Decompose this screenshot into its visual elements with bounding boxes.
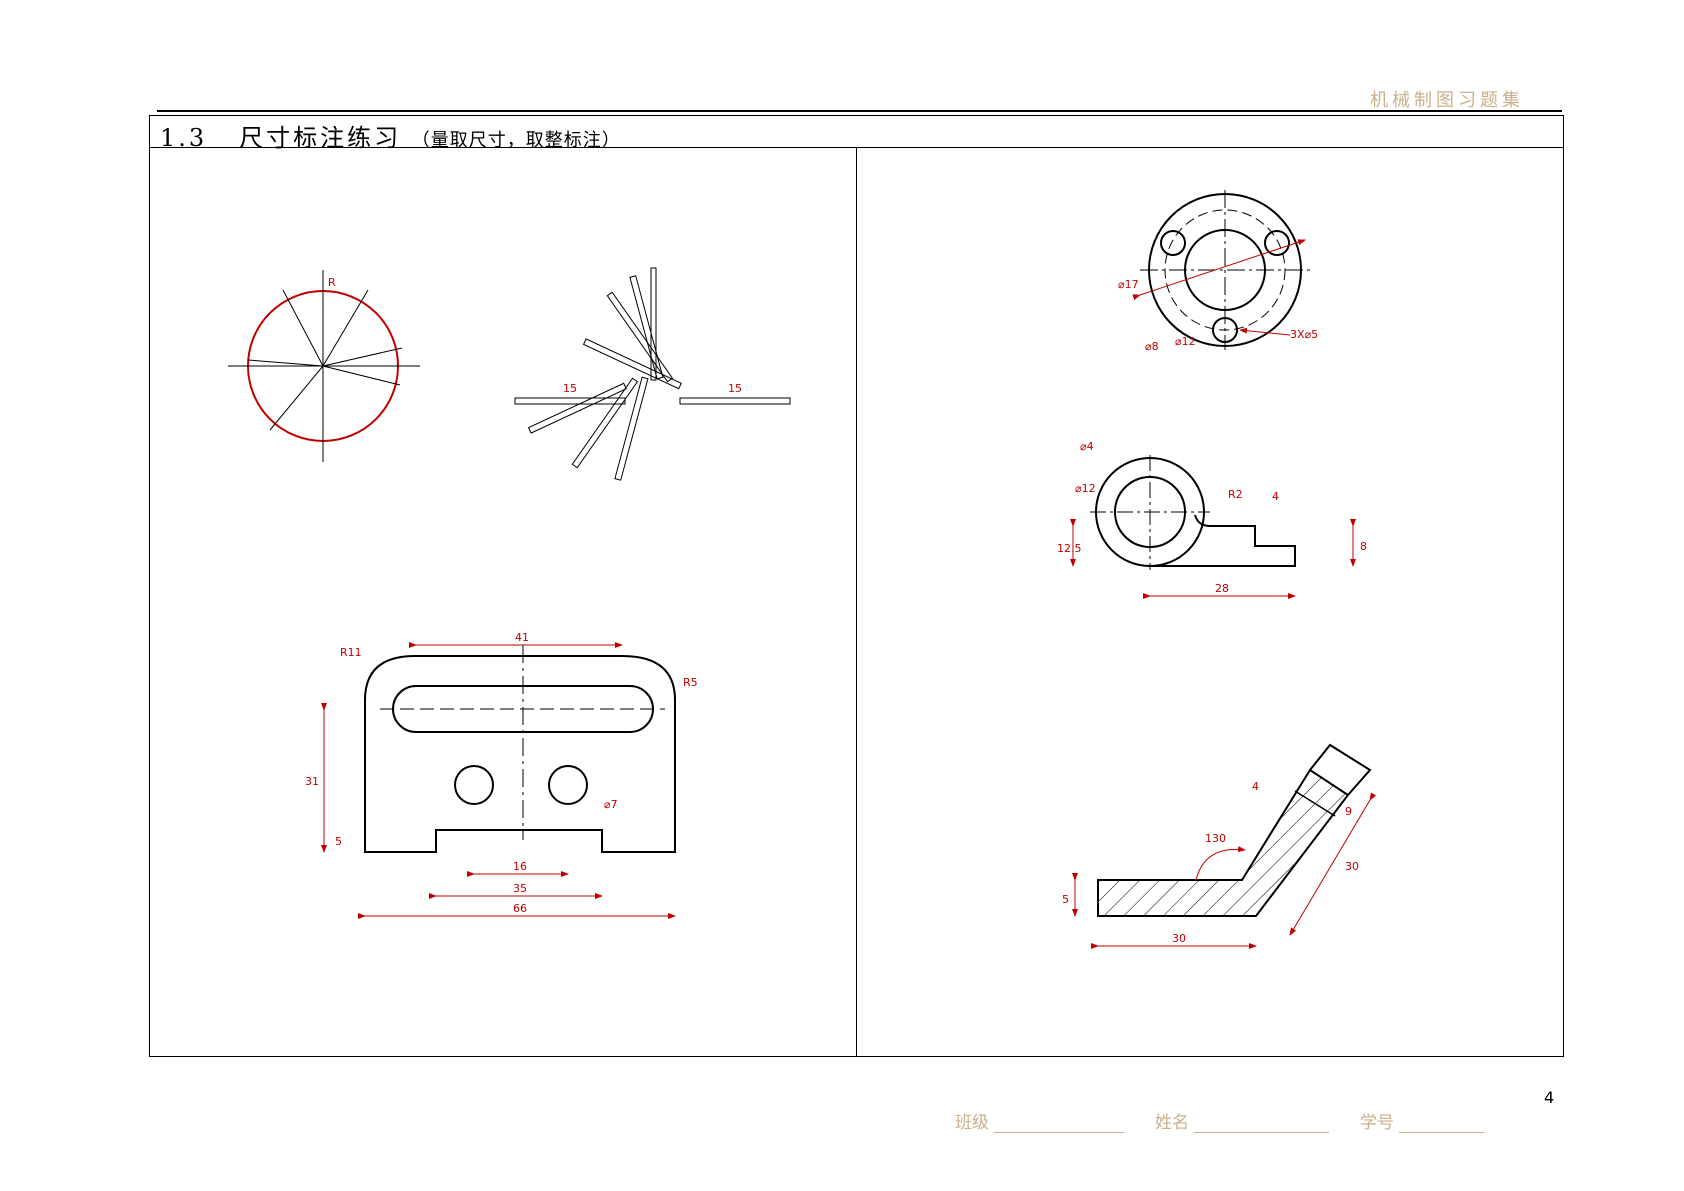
- name-blank[interactable]: [1194, 1114, 1330, 1133]
- bent-len-dim: 30: [1345, 860, 1359, 873]
- bent-plate-labels: 130 5 30 4 9 30: [1062, 780, 1359, 945]
- bent-base-dim: 30: [1172, 932, 1186, 945]
- panel-divider: [856, 148, 857, 1056]
- title-bar: 1.3 尺寸标注练习 （量取尺寸，取整标注）: [150, 116, 1563, 152]
- lug-r-dim: R2: [1228, 488, 1243, 501]
- bracket-r-left: R11: [340, 646, 362, 659]
- fan-labels: 15 15: [563, 382, 742, 395]
- bent-w-dim: 9: [1345, 805, 1352, 818]
- book-title: 机械制图习题集: [1370, 90, 1524, 111]
- fan-label-1: 15: [563, 382, 577, 395]
- name-label: 姓名: [1155, 1113, 1189, 1133]
- lug-h-dim: 12.5: [1057, 542, 1082, 555]
- lug-t-dim: 4: [1272, 490, 1279, 503]
- section-heading: 尺寸标注练习: [239, 124, 402, 152]
- header-rule: [157, 110, 1562, 112]
- bracket-height-dim: 31: [305, 775, 319, 788]
- drawing-frame: 1.3 尺寸标注练习 （量取尺寸，取整标注）: [149, 115, 1564, 1057]
- flange-exercise: [1132, 190, 1310, 350]
- fan-label-2: 15: [728, 382, 742, 395]
- bracket-step-dim: 5: [335, 835, 342, 848]
- flange-big-dim: ⌀17: [1118, 278, 1139, 291]
- class-blank[interactable]: [994, 1114, 1125, 1133]
- page-number: 4: [1544, 1088, 1555, 1107]
- fan-dimension-exercise: [514, 267, 791, 481]
- bent-t-dim: 5: [1062, 893, 1069, 906]
- footer-id: 学号: [1360, 1108, 1485, 1133]
- footer-class: 班级: [955, 1108, 1125, 1133]
- lug-labels: ⌀4 ⌀12 R2 12.5 28 4 8: [1057, 440, 1367, 595]
- section-number: 1.3: [160, 124, 208, 152]
- id-label: 学号: [1360, 1113, 1394, 1133]
- bent-end-dim: 4: [1252, 780, 1259, 793]
- flange-labels: ⌀17 3X⌀5 ⌀8 ⌀12: [1118, 278, 1318, 353]
- bracket-holes-dim: ⌀7: [604, 798, 618, 811]
- lug-s-dim: 8: [1360, 540, 1367, 553]
- lug-d1-dim: ⌀4: [1080, 440, 1094, 453]
- flange-holes-dim: 3X⌀5: [1290, 328, 1318, 341]
- id-blank[interactable]: [1399, 1114, 1485, 1133]
- flange-small-dim: ⌀8: [1145, 340, 1159, 353]
- section-title: 1.3 尺寸标注练习 （量取尺寸，取整标注）: [160, 118, 621, 153]
- bent-angle-dim: 130: [1205, 832, 1226, 845]
- circle-dimension-exercise: R: [228, 270, 420, 462]
- circle-label: R: [328, 276, 336, 289]
- lug-exercise: [1070, 455, 1356, 599]
- bent-plate-exercise: [1072, 743, 1377, 949]
- lug-d2-dim: ⌀12: [1075, 482, 1096, 495]
- bracket-r-right: R5: [683, 676, 698, 689]
- bracket-hole-dist: 16: [513, 860, 527, 873]
- lug-w-dim: 28: [1215, 582, 1229, 595]
- flange-mid-dim: ⌀12: [1175, 335, 1196, 348]
- class-label: 班级: [955, 1113, 989, 1133]
- bracket-slot-dim: 35: [513, 882, 527, 895]
- bracket-labels: 41 R11 R5 31 5 ⌀7 16 35 66: [305, 631, 698, 915]
- bracket-exercise: [321, 642, 676, 919]
- bracket-width-dim: 66: [513, 902, 527, 915]
- section-subtitle: （量取尺寸，取整标注）: [411, 130, 621, 151]
- bracket-top-dim: 41: [515, 631, 529, 644]
- footer-name: 姓名: [1155, 1108, 1330, 1133]
